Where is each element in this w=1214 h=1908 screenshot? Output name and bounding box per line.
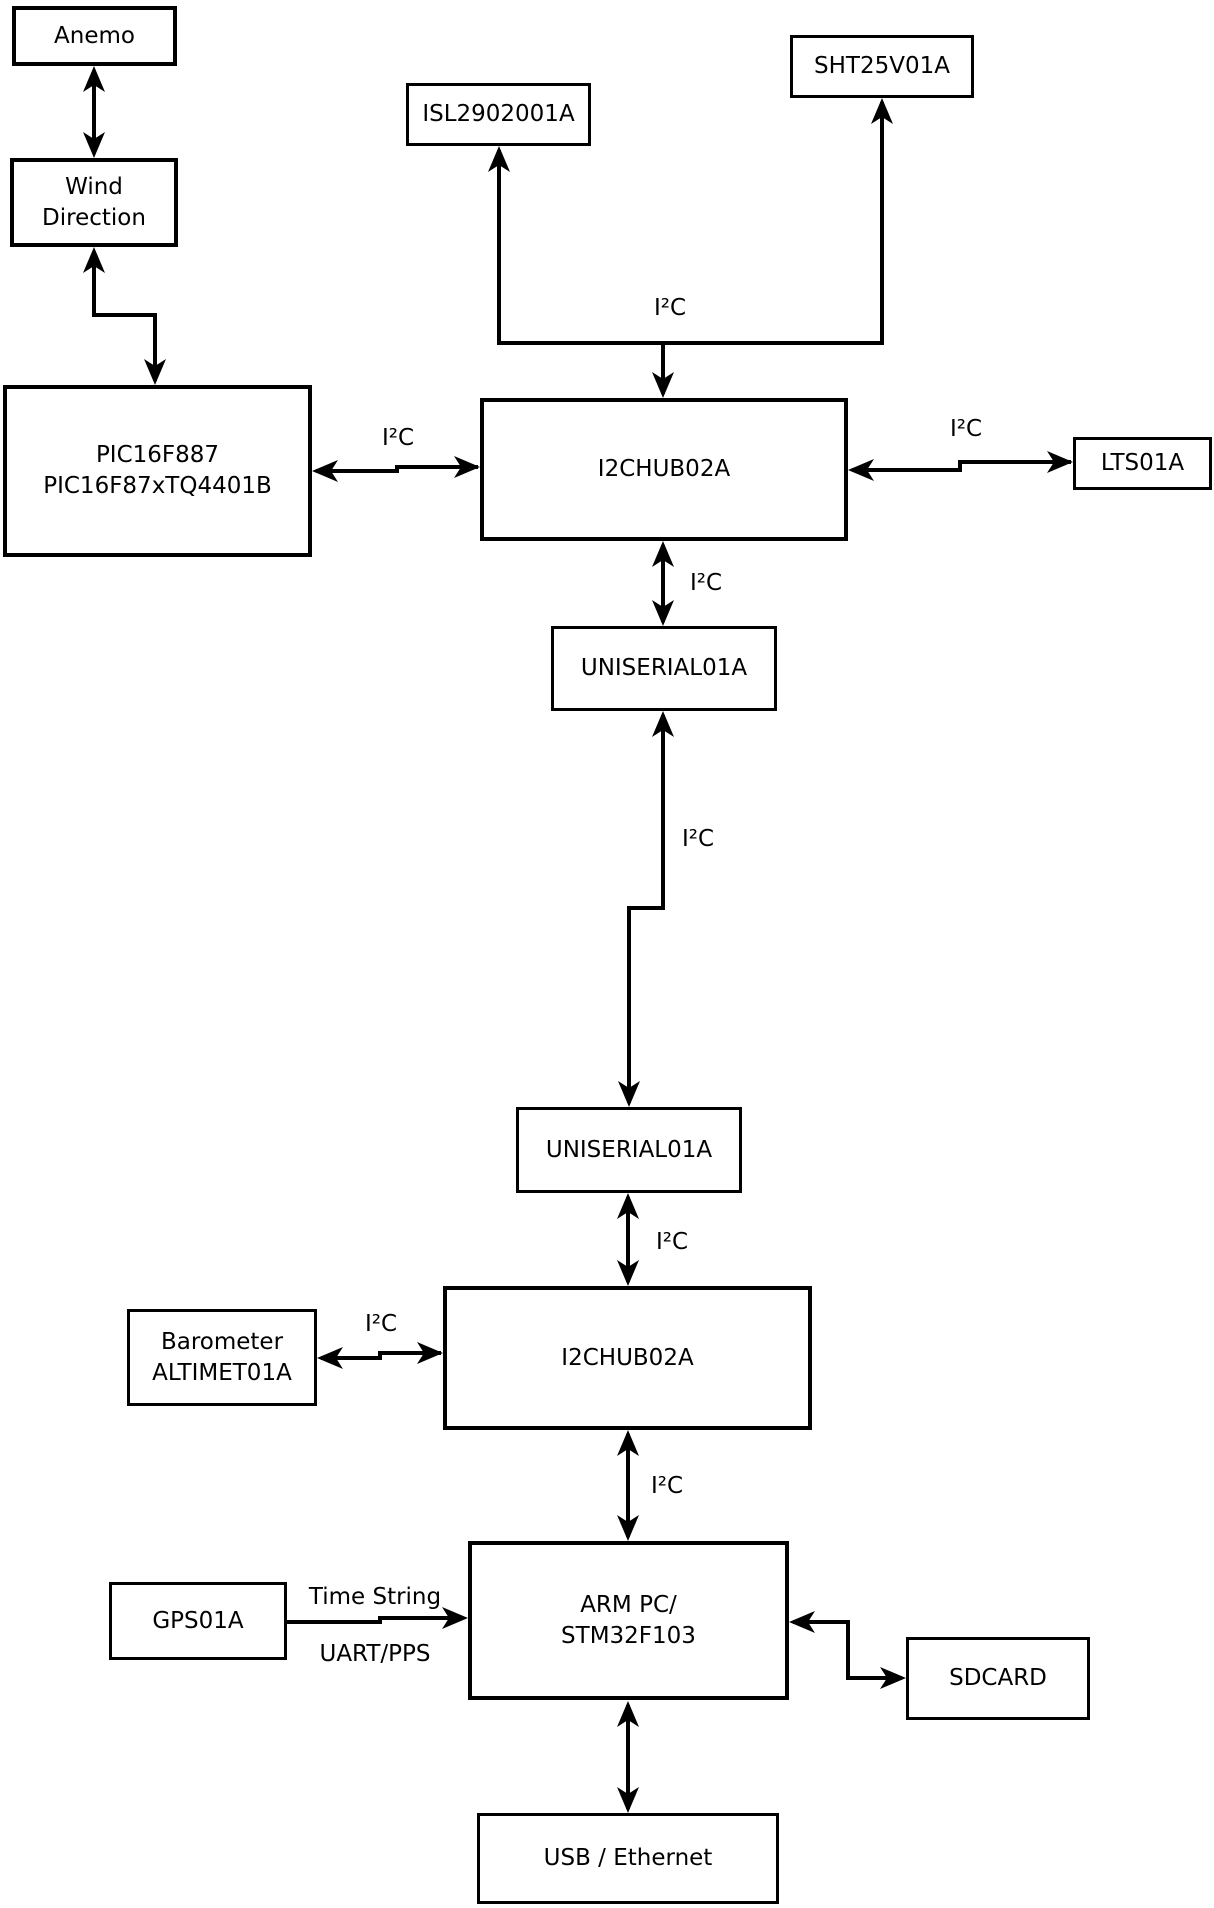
connector-arm-sdcard — [789, 1611, 906, 1689]
node-sdcard: SDCARD — [906, 1637, 1090, 1720]
connector-i2chub-uniserial-top — [652, 541, 674, 626]
node-uniserial01a-bottom: UNISERIAL01A — [516, 1107, 742, 1193]
edge-label-time-string: Time String — [308, 1584, 442, 1610]
node-barometer-altimet01a: Barometer ALTIMET01A — [127, 1309, 317, 1406]
connector-arm-usb — [617, 1701, 639, 1813]
node-lts01a: LTS01A — [1073, 437, 1212, 490]
edge-label-i2c-sensor-bus: I²C — [653, 295, 687, 321]
connector-i2chub-lts — [848, 451, 1073, 481]
edge-label-i2c-barometer-hub: I²C — [364, 1311, 398, 1337]
connector-barometer-i2chub — [317, 1342, 443, 1369]
node-sht25v01a: SHT25V01A — [790, 35, 974, 98]
node-gps01a: GPS01A — [109, 1582, 287, 1660]
connector-winddirection-pic — [83, 247, 166, 385]
connector-i2chub-isl-sht — [488, 98, 893, 398]
node-arm-pc-stm32f103: ARM PC/ STM32F103 — [468, 1541, 789, 1700]
edge-label-i2c-hub-uniserial: I²C — [689, 570, 723, 596]
connector-gps-arm — [287, 1607, 468, 1629]
edge-label-uart-pps: UART/PPS — [319, 1641, 431, 1667]
node-wind-direction: Wind Direction — [10, 158, 178, 247]
node-usb-ethernet: USB / Ethernet — [477, 1813, 779, 1904]
edge-label-i2c-hub-arm: I²C — [650, 1473, 684, 1499]
connector-anemo-winddirection — [83, 66, 105, 158]
node-pic16f887: PIC16F887 PIC16F87xTQ4401B — [3, 385, 312, 557]
edge-label-i2c-hub-lts: I²C — [949, 416, 983, 442]
node-isl2902001a: ISL2902001A — [406, 83, 591, 146]
connector-uniserial-uniserial — [618, 711, 674, 1107]
node-i2chub02a-bottom: I2CHUB02A — [443, 1286, 812, 1430]
edge-label-i2c-uniserial-link: I²C — [681, 826, 715, 852]
connector-i2chub-arm — [617, 1430, 639, 1541]
node-i2chub02a-top: I2CHUB02A — [480, 398, 848, 541]
connector-pic-i2chub-top — [312, 456, 480, 482]
edge-label-i2c-uniserial-hub2: I²C — [655, 1229, 689, 1255]
node-anemo: Anemo — [12, 6, 177, 66]
connector-uniserial-i2chub-bottom — [617, 1193, 639, 1286]
node-uniserial01a-top: UNISERIAL01A — [551, 626, 777, 711]
edge-label-i2c-pic-hub: I²C — [381, 425, 415, 451]
